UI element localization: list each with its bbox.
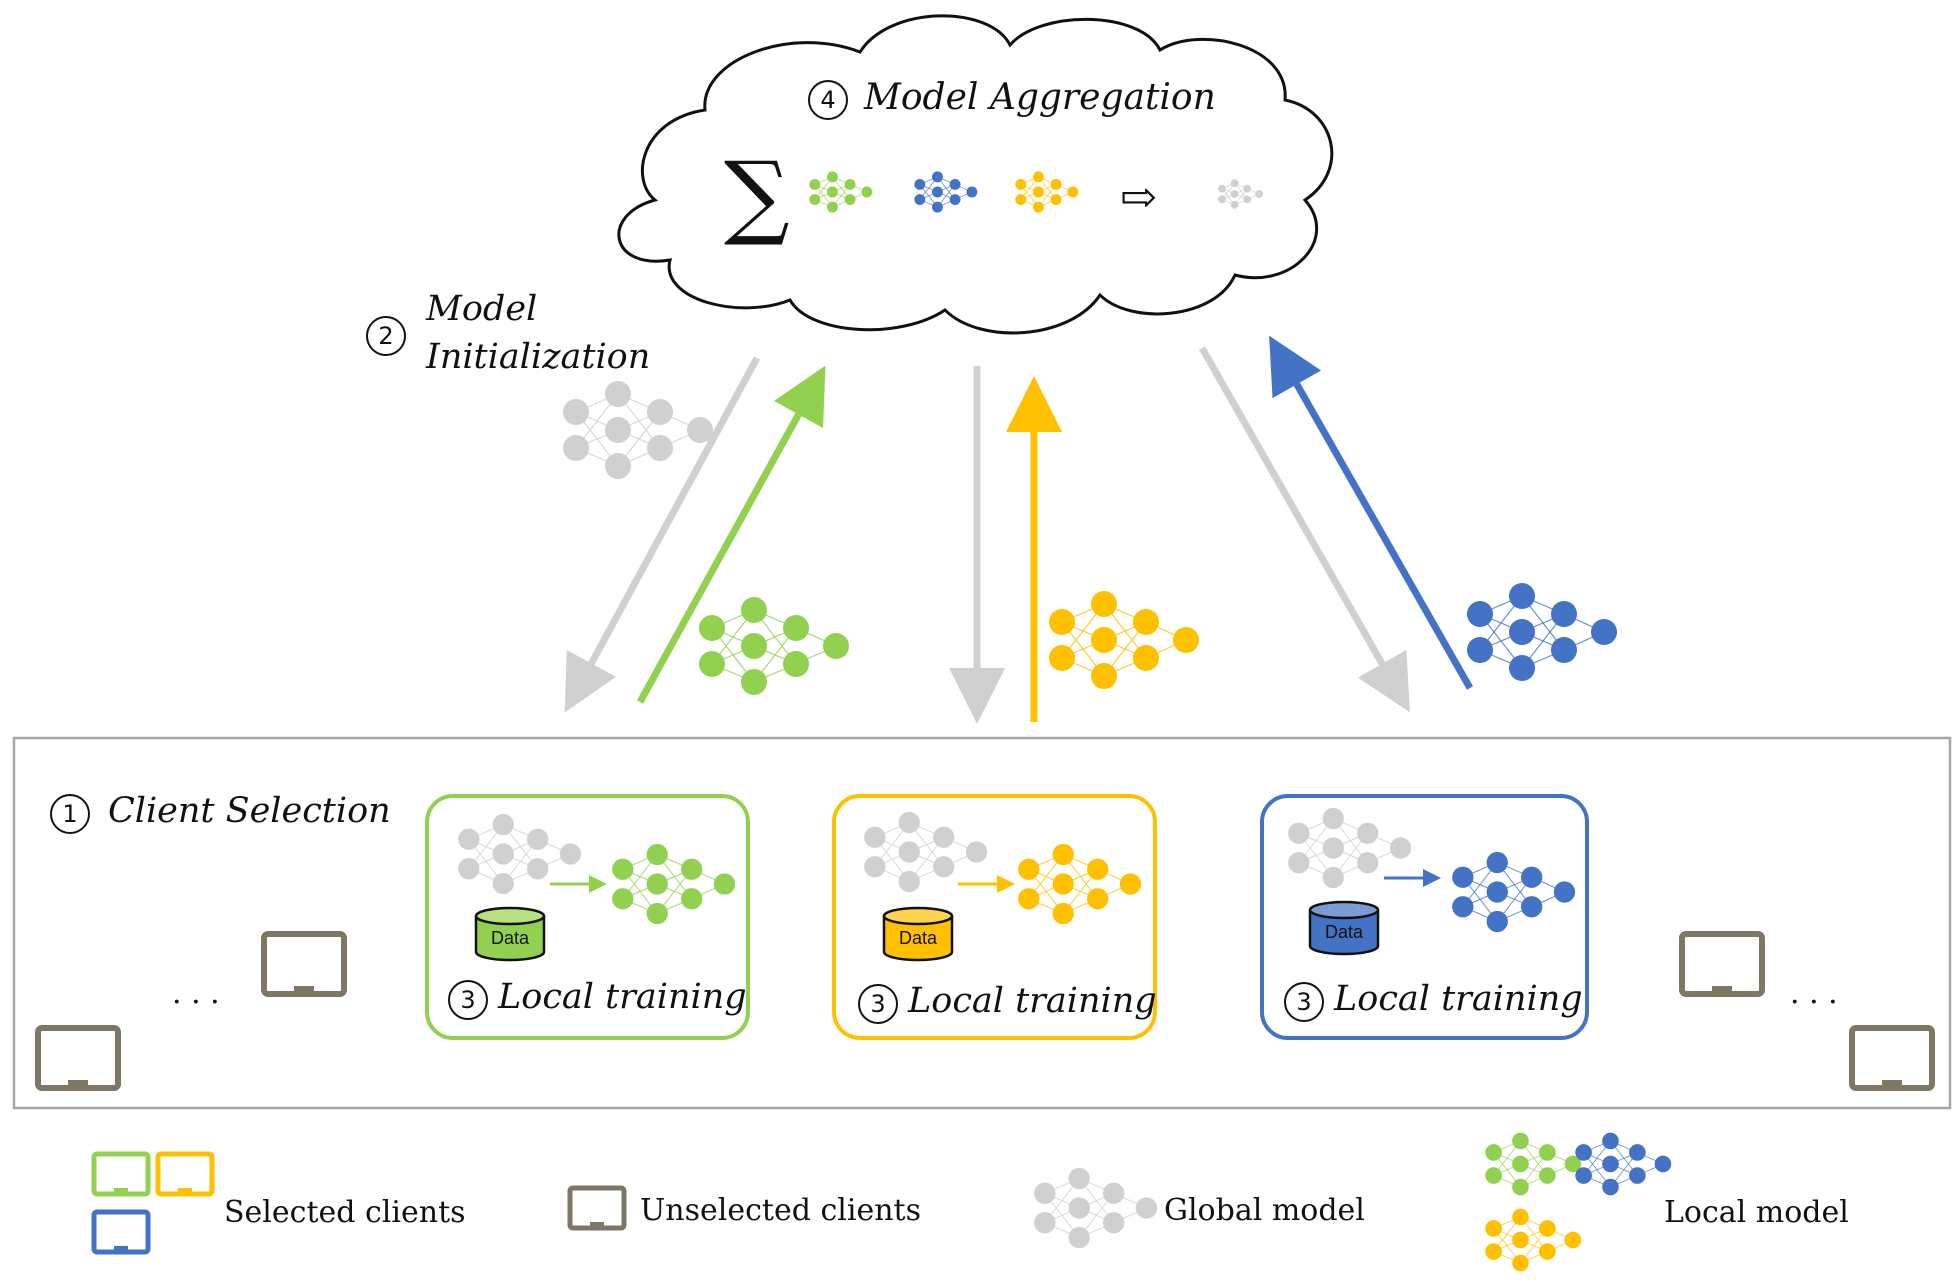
legend-global-net-icon (1034, 1167, 1158, 1249)
download-arrow-right (1198, 346, 1410, 713)
data-cylinder-blue (1308, 900, 1380, 956)
local-model-net-yellow-icon (1049, 591, 1199, 689)
local-model-net-blue-icon (1452, 851, 1576, 933)
tablet-icon (261, 931, 347, 997)
legend-tablet-icon-gray (567, 1185, 627, 1231)
download-arrow-left (564, 356, 761, 713)
client-selection-panel (12, 736, 1952, 1110)
global-model-net-icon (864, 811, 988, 893)
local-model-net-blue-icon (914, 171, 978, 213)
upload-arrow-blue (1269, 335, 1474, 690)
local-model-net-yellow-icon (1015, 171, 1079, 213)
local-model-net-green-icon (699, 597, 849, 695)
tablet-icon (1679, 931, 1765, 997)
local-model-net-blue-icon (1467, 583, 1617, 681)
upload-arrow-green (636, 365, 826, 704)
global-model-net-icon (1218, 179, 1264, 209)
local-model-net-green-icon (809, 171, 873, 213)
global-model-net-icon (1288, 807, 1412, 889)
local-model-net-yellow-icon (1018, 843, 1142, 925)
tablet-icon (35, 1025, 121, 1091)
global-model-net-icon (458, 813, 582, 895)
legend-local-net-blue-icon (1575, 1132, 1672, 1196)
legend-local-net-green-icon (1485, 1132, 1582, 1196)
legend-local-net-yellow-icon (1485, 1208, 1582, 1272)
legend-tablet-icon-yellow (155, 1151, 215, 1197)
legend-tablet-icon-blue (91, 1209, 151, 1255)
legend-tablet-icon-green (91, 1151, 151, 1197)
aggregation-cloud (617, 14, 1334, 335)
data-cylinder-yellow (882, 906, 954, 962)
global-model-net-icon (563, 381, 713, 479)
local-model-net-green-icon (612, 843, 736, 925)
data-cylinder-green (474, 906, 546, 962)
tablet-icon (1849, 1025, 1935, 1091)
